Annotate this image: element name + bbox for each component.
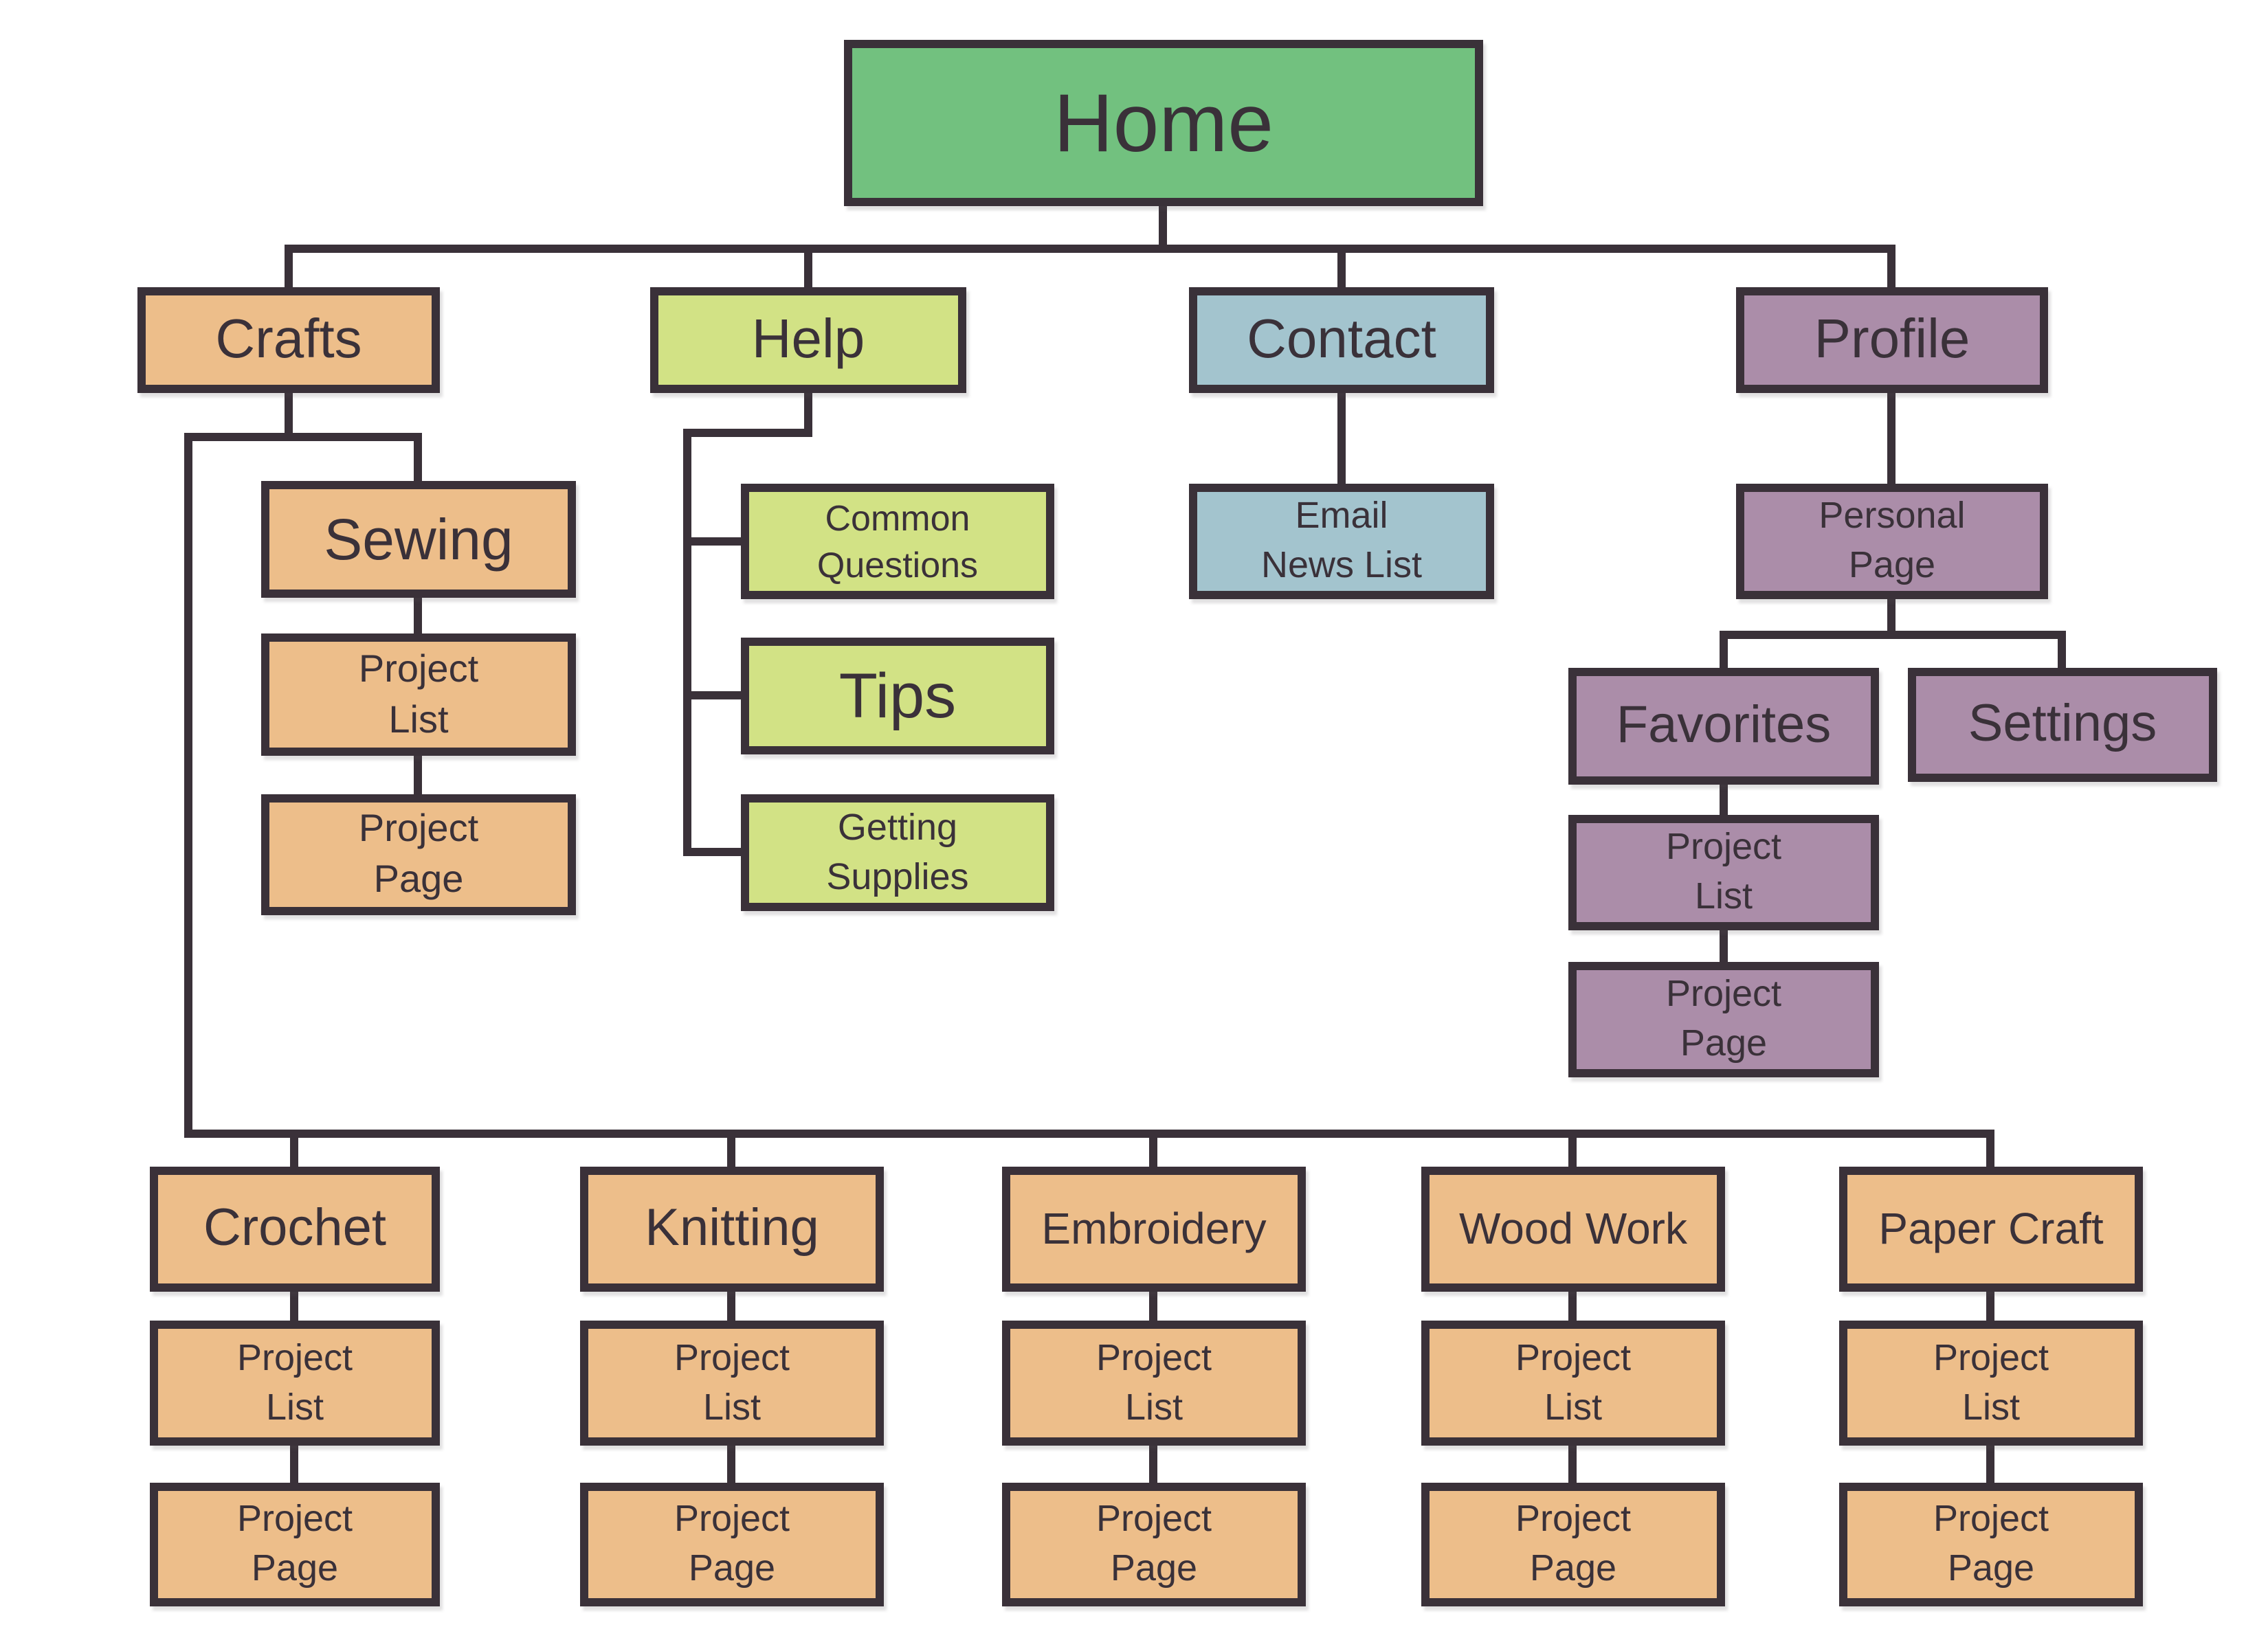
node-favorites-project-page: Project Page <box>1568 962 1879 1077</box>
node-getting-supplies: Getting Supplies <box>741 794 1054 911</box>
node-crochet-project-page: Project Page <box>150 1483 440 1606</box>
node-embroidery-project-page: Project Page <box>1002 1483 1306 1606</box>
node-knitting-project-page: Project Page <box>580 1483 884 1606</box>
node-favorites: Favorites <box>1568 668 1879 785</box>
node-wood-work-project-page: Project Page <box>1421 1483 1725 1606</box>
node-help: Help <box>650 287 966 393</box>
node-profile: Profile <box>1736 287 2048 393</box>
node-crafts: Crafts <box>137 287 440 393</box>
node-knitting: Knitting <box>580 1167 884 1292</box>
node-wood-work: Wood Work <box>1421 1167 1725 1292</box>
node-sewing-project-page: Project Page <box>261 794 576 915</box>
node-sewing: Sewing <box>261 481 576 598</box>
node-email-news-list: Email News List <box>1189 484 1494 599</box>
node-personal-page: Personal Page <box>1736 484 2048 599</box>
node-sewing-project-list: Project List <box>261 633 576 756</box>
node-common-questions: Common Questions <box>741 484 1054 599</box>
node-home: Home <box>844 40 1483 206</box>
node-knitting-project-list: Project List <box>580 1321 884 1446</box>
node-paper-craft-project-page: Project Page <box>1839 1483 2143 1606</box>
node-crochet-project-list: Project List <box>150 1321 440 1446</box>
node-embroidery: Embroidery <box>1002 1167 1306 1292</box>
node-paper-craft-project-list: Project List <box>1839 1321 2143 1446</box>
node-crochet: Crochet <box>150 1167 440 1292</box>
node-contact: Contact <box>1189 287 1494 393</box>
node-favorites-project-list: Project List <box>1568 815 1879 930</box>
node-embroidery-project-list: Project List <box>1002 1321 1306 1446</box>
node-paper-craft: Paper Craft <box>1839 1167 2143 1292</box>
node-tips: Tips <box>741 638 1054 754</box>
node-settings: Settings <box>1908 668 2217 782</box>
edge-help-rail <box>683 393 812 852</box>
node-wood-work-project-list: Project List <box>1421 1321 1725 1446</box>
